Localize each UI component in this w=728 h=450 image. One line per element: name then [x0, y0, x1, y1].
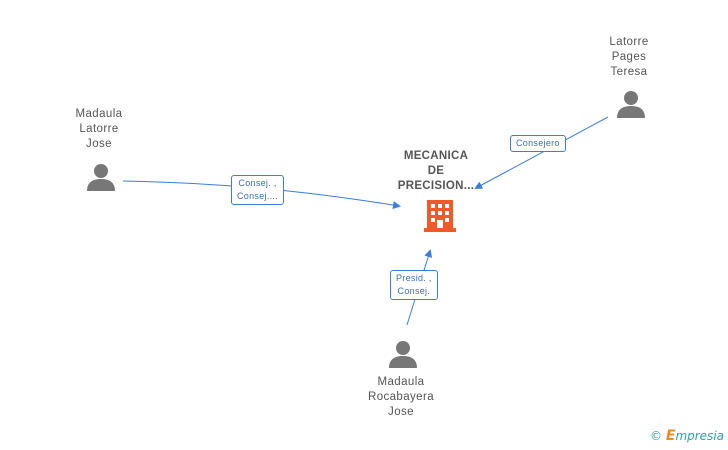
company-name-line: MECANICA [403, 150, 469, 162]
company-name[interactable]: MECANICA DE PRECISION... [376, 149, 496, 194]
person-name-line: Pages [611, 51, 647, 63]
person-name-line: Latorre [609, 36, 649, 48]
edge-label-line: Consejero [516, 138, 560, 148]
brand-name: mpresia [675, 429, 724, 443]
person-name-madaula-rocabayera[interactable]: Madaula Rocabayera Jose [346, 375, 456, 420]
empresia-watermark: © Empresia [650, 428, 724, 444]
person-name-line: Madaula [377, 376, 425, 388]
person-icon[interactable] [615, 88, 647, 120]
person-name-line: Madaula [75, 108, 123, 120]
person-icon[interactable] [387, 338, 419, 370]
person-name-madaula-latorre[interactable]: Madaula Latorre Jose [44, 107, 154, 152]
edge-label-latorre-pages[interactable]: Consejero [510, 135, 566, 152]
company-name-line: PRECISION... [397, 180, 475, 192]
edge-label-line: Consej. [397, 286, 431, 296]
brand-initial: E [665, 428, 676, 444]
edge-label-line: Presid. , [396, 273, 432, 283]
person-name-line: Rocabayera [367, 391, 434, 403]
edge-label-madaula-latorre[interactable]: Consej. , Consej.... [231, 175, 285, 205]
edge-label-line: Consej.... [237, 191, 279, 201]
building-icon[interactable] [422, 198, 458, 234]
company-name-line: DE [427, 165, 445, 177]
person-name-line: Latorre [79, 123, 119, 135]
person-name-line: Teresa [610, 66, 648, 78]
person-name-line: Jose [388, 406, 414, 418]
copyright-symbol: © [650, 429, 663, 443]
person-icon[interactable] [85, 161, 117, 193]
edge-line-latorre-pages [474, 116, 609, 189]
edge-label-line: Consej. , [238, 178, 277, 188]
person-name-latorre-pages[interactable]: Latorre Pages Teresa [574, 35, 684, 80]
person-name-line: Jose [86, 138, 112, 150]
edge-label-madaula-rocabayera[interactable]: Presid. , Consej. [390, 270, 438, 300]
